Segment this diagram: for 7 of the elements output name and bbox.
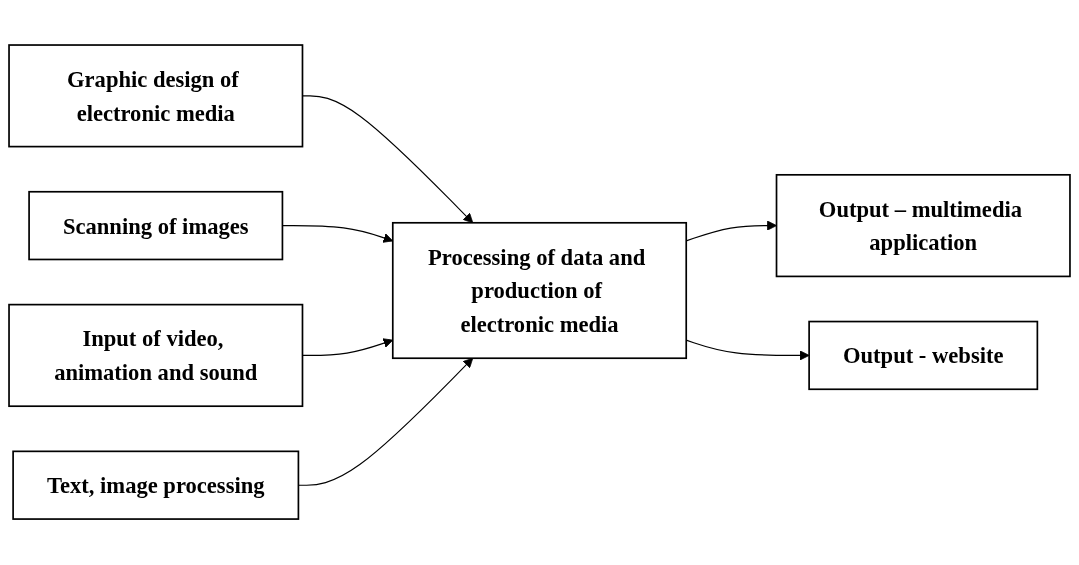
node-box: Input of video, animation and sound	[8, 304, 304, 408]
node-box: Processing of data and production of electronic media	[391, 222, 688, 360]
node-box: Text, image processing	[12, 450, 300, 521]
node-box: Graphic design of electronic media	[8, 44, 304, 148]
node-box: Output – multimedia application	[775, 174, 1071, 278]
node-box: Scanning of images	[28, 191, 284, 261]
node-box: Output - website	[808, 321, 1039, 391]
